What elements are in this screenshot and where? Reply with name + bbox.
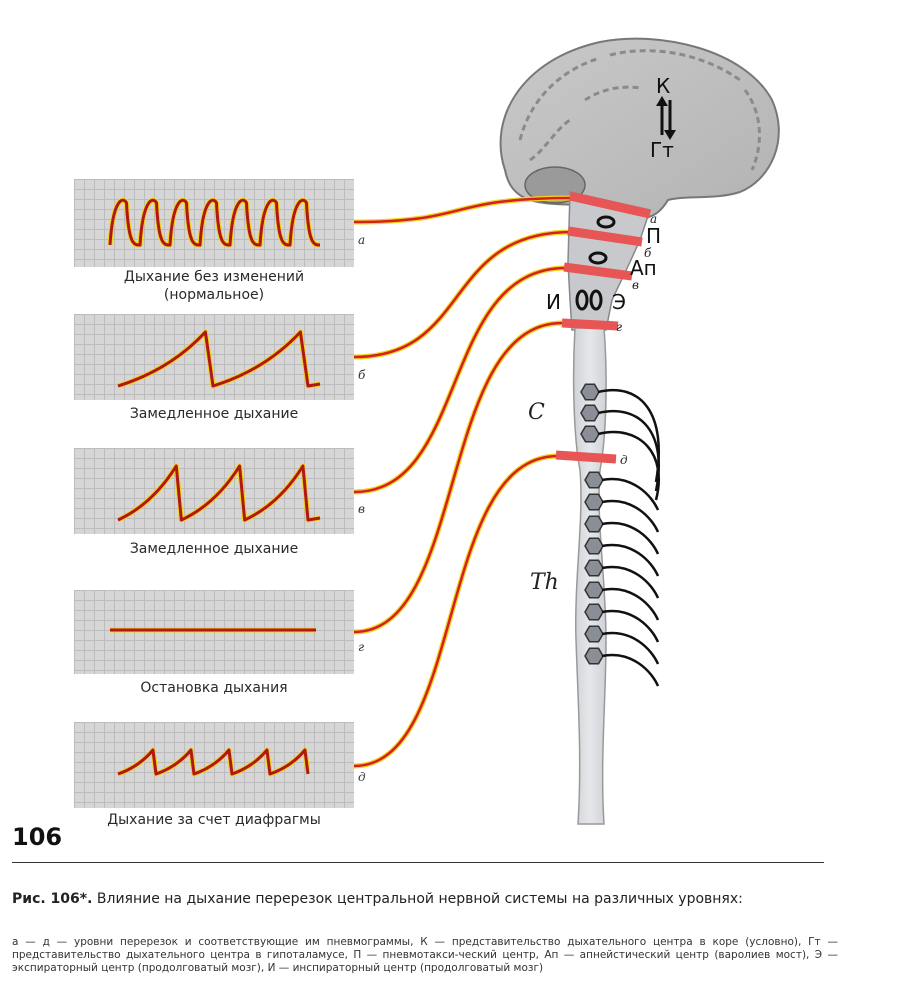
panel-letter-v: в [358,502,365,516]
panel-letter-b: б [358,368,366,382]
thoracic-region-label: Th [530,570,559,595]
apneustic-label-ap: Ап [630,256,657,280]
thoracic-nerve-1 [601,477,660,511]
cns-diagram [353,37,780,825]
cervical-region-label: C [528,400,545,425]
caption-b: Замедленное дыхание [74,405,354,423]
pneumogram-trace-g [110,627,316,633]
thoracic-ganglion-6 [584,581,604,599]
thoracic-nerve-3 [601,521,660,555]
wire-a [353,196,575,224]
cut-letter-b: б [644,246,652,260]
thoracic-nerve-9 [601,653,660,687]
cervical-ganglion-3 [580,425,600,443]
pneumogram-a-line [108,198,321,247]
figure-title: Рис. 106*. Влияние на дыхание перерезок … [12,890,832,908]
thoracic-nerve-5 [601,565,660,599]
connection-wires [353,195,575,769]
pneumogram-b-line [117,330,321,388]
wire-d [353,454,559,768]
cerebral-cortex-folds [518,49,761,171]
panel-letter-d: д [358,770,366,784]
panel-letter-a: а [358,233,366,247]
pneumogram-trace-d [117,747,311,777]
cortex-label-k: К [656,74,671,98]
cut-band-b [567,226,643,247]
thoracic-ganglion-3 [584,515,604,533]
expiratory-label-e: Э [612,290,626,314]
pneumogram-trace-v [116,463,321,523]
figure-title-text: Влияние на дыхание перерезок центральной… [92,891,743,907]
cervical-nerve-1 [597,388,661,483]
cut-band-d [555,450,617,464]
pneumotaxic-label-p: П [646,224,662,248]
pneumogram-trace-a [107,197,321,248]
thoracic-nerves [584,471,660,687]
cut-letter-v: в [632,278,639,292]
caption-v: Замедленное дыхание [74,540,354,558]
cut-bands [555,191,651,464]
thoracic-ganglion-2 [584,493,604,511]
wire-v [353,266,567,494]
caption-a-line-1: Дыхание без изменений [123,269,305,285]
k-gt-arrow-up-head [656,96,668,106]
expiratory-oval [589,289,603,311]
wire-glow-d [353,453,559,769]
inspiratory-label-i: И [546,290,561,314]
pneumogram-panel-v [74,448,354,534]
hypothalamus-label-gt: Гт [650,138,674,162]
k-gt-arrow-down-head [664,130,676,140]
thoracic-nerve-7 [601,609,660,643]
thoracic-ganglion-5 [584,559,604,577]
wire-g [353,321,563,634]
caption-d: Дыхание за счет диафрагмы [74,811,354,829]
figure-legend: а — д — уровни перерезок и соответствующ… [12,936,838,974]
inspiratory-oval [575,289,589,311]
pneumogram-panel-d [74,722,354,808]
caption-g-line-1: Остановка дыхания [140,680,288,696]
caption-v-line-1: Замедленное дыхание [129,541,299,557]
wire-b [353,230,573,359]
caption-d-line-1: Дыхание за счет диафрагмы [107,812,321,828]
thoracic-ganglion-9 [584,647,604,665]
cervical-nerves [580,383,661,501]
pneumotaxic-oval [596,215,616,229]
cut-letter-d: д [620,453,628,467]
thoracic-nerve-2 [601,499,660,533]
cut-letter-a: а [650,212,658,226]
cut-band-a [569,191,651,219]
figure-number: Рис. 106*. [12,891,93,907]
pneumogram-trace-b [117,329,321,389]
cervical-ganglion-1 [580,383,600,401]
thoracic-ganglion-4 [584,537,604,555]
brainstem [567,191,651,331]
cervical-nerve-3 [597,430,661,501]
thoracic-ganglion-1 [584,471,604,489]
caption-b-line-1: Замедленное дыхание [129,406,299,422]
page-number: 106 [12,823,63,851]
pneumogram-panel-a [74,179,354,267]
cut-letter-g: г [616,320,623,334]
apneustic-oval [588,251,608,265]
caption-a-line-2: (нормальное) [163,287,265,303]
pneumogram-d-line [117,748,310,776]
cervical-ganglion-2 [580,404,600,422]
pneumogram-panel-b [74,314,354,400]
panel-letter-g: г [358,640,365,654]
thoracic-nerve-8 [601,631,660,665]
wire-glow-b [353,229,573,360]
divider [12,862,824,863]
pneumogram-panel-g [74,590,354,674]
thoracic-ganglion-7 [584,603,604,621]
thoracic-nerve-4 [601,543,660,577]
caption-g: Остановка дыхания [74,679,354,697]
thoracic-ganglion-8 [584,625,604,643]
pneumogram-v-line [117,464,321,522]
cut-band-g [561,318,619,331]
thoracic-nerve-6 [601,587,660,621]
caption-a: Дыхание без изменений (нормальное) [74,268,354,304]
cut-band-v [563,262,633,281]
